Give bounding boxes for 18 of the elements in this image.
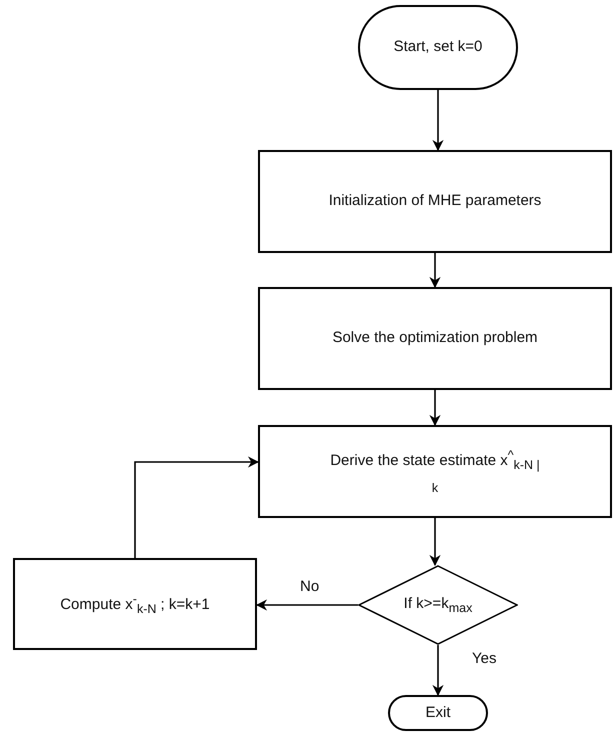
- arrow: [429, 518, 441, 566]
- node-text: Solve the optimization problem: [332, 328, 538, 348]
- node-text: Exit: [425, 702, 450, 723]
- arrow: [432, 90, 444, 152]
- process-box: [258, 150, 612, 253]
- decision-diamond: [358, 565, 518, 645]
- arrow: [432, 645, 444, 696]
- process-box: [258, 425, 612, 518]
- arrow: [429, 390, 441, 426]
- node-text: Compute x$^{-}$$_{k-N}$ ; k=k+1: [60, 590, 210, 618]
- node-text: Initialization of MHE parameters: [328, 191, 542, 212]
- arrow: [256, 599, 358, 611]
- arrow: [134, 456, 260, 558]
- node-text: Start, set k=0: [394, 37, 482, 58]
- process-box: [13, 558, 257, 650]
- node-text: If k>=k$_{max}$: [404, 594, 472, 616]
- arrow: [429, 253, 441, 288]
- process-box: [258, 287, 612, 390]
